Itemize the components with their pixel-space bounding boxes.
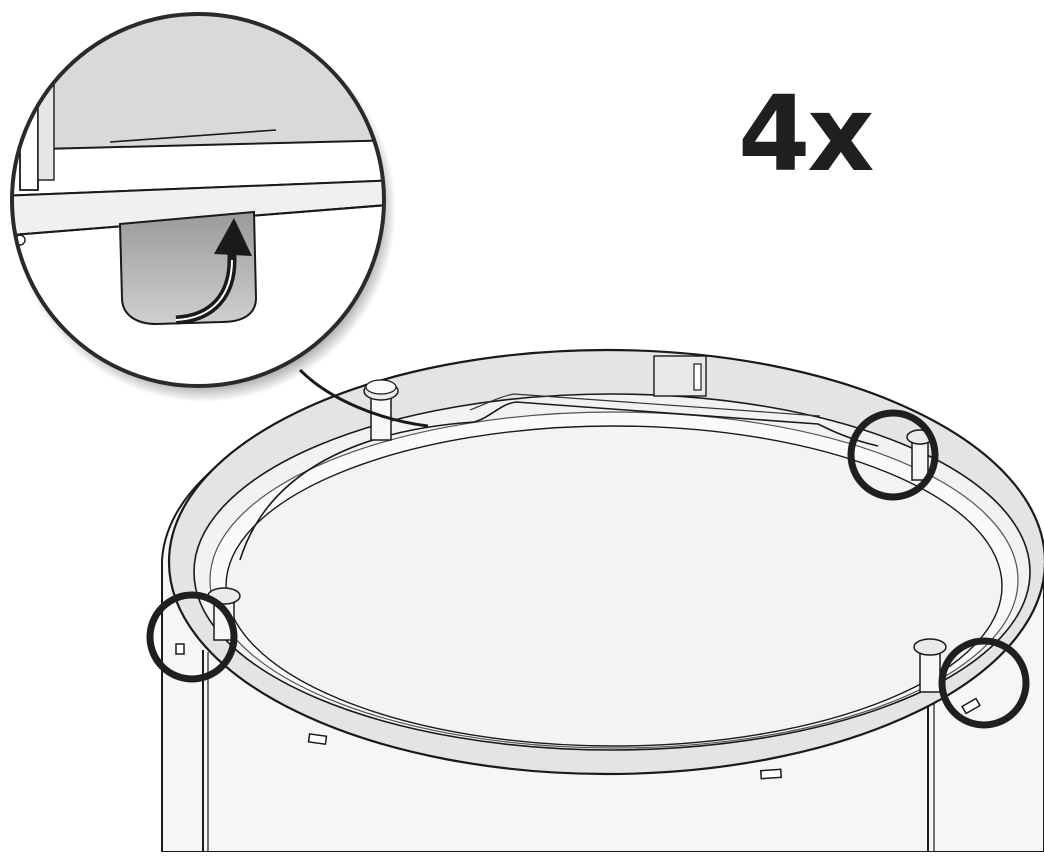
highlight-circle-icon bbox=[847, 409, 939, 501]
highlight-circle-icon bbox=[146, 591, 238, 683]
lid-surface bbox=[225, 425, 1003, 747]
highlight-circle-icon bbox=[938, 637, 1030, 729]
wall-slot bbox=[759, 768, 783, 780]
top-rim bbox=[168, 348, 1044, 776]
callout-circles bbox=[146, 409, 1030, 729]
rim-peg-top-left bbox=[363, 379, 399, 441]
rim-joint-slot bbox=[693, 363, 702, 391]
rim-peg-right bbox=[913, 638, 947, 693]
magnifier-detail-icon bbox=[10, 12, 396, 402]
lid-raised-panel bbox=[239, 401, 879, 561]
detail-leader-line bbox=[298, 368, 429, 428]
wall-slot bbox=[307, 733, 328, 746]
wall-slot bbox=[961, 697, 981, 715]
lid-raised-panel-edge bbox=[469, 393, 821, 417]
wall-slot bbox=[175, 643, 185, 655]
quantity-label: 4x bbox=[738, 73, 874, 195]
